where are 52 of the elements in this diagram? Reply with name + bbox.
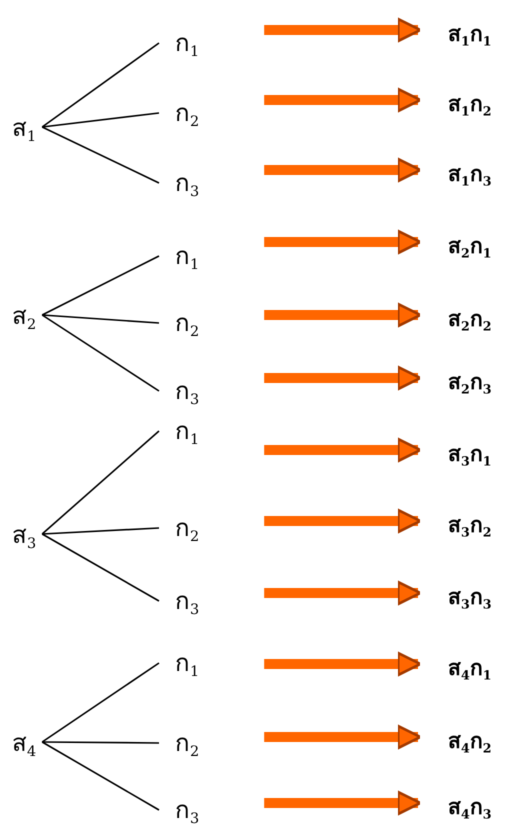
- branch-label: ก$_{2}$: [175, 730, 200, 760]
- branch-label: ก$_{1}$: [175, 418, 200, 448]
- branch-label: ก$_{1}$: [175, 650, 200, 680]
- block-arrow: [264, 790, 422, 816]
- outcome-label: ส$_{3}$ก$_{2}$: [448, 514, 492, 538]
- outcome-label: ส$_{4}$ก$_{3}$: [448, 796, 492, 820]
- outcome-label: ส$_{1}$ก$_{1}$: [448, 22, 492, 48]
- branch-line: [42, 527, 160, 535]
- block-arrow: [264, 438, 422, 462]
- outcome-label: ส$_{2}$ก$_{2}$: [448, 308, 492, 332]
- block-arrow: [264, 724, 422, 750]
- branch-line: [42, 314, 160, 392]
- outcome-label: ส$_{4}$ก$_{1}$: [448, 656, 492, 682]
- branch-label: ก$_{2}$: [175, 100, 200, 130]
- outcome-label: ส$_{3}$ก$_{1}$: [448, 442, 492, 468]
- branch-label: ก$_{3}$: [175, 798, 200, 826]
- block-arrow: [264, 230, 422, 254]
- branch-label: ก$_{1}$: [175, 244, 200, 272]
- branch-line: [42, 533, 160, 602]
- branch-line: [42, 741, 159, 744]
- branch-line: [42, 314, 160, 324]
- outcome-label: ส$_{2}$ก$_{1}$: [448, 234, 492, 260]
- outcome-label: ส$_{3}$ก$_{3}$: [448, 586, 492, 610]
- root-label: ส$_{1}$: [12, 116, 36, 144]
- block-arrow: [264, 302, 422, 328]
- branch-label: ก$_{3}$: [175, 378, 200, 408]
- outcome-label: ส$_{4}$ก$_{2}$: [448, 730, 492, 754]
- branch-line: [42, 112, 160, 128]
- branch-label: ก$_{3}$: [175, 170, 200, 200]
- branch-label: ก$_{2}$: [175, 310, 200, 340]
- block-arrow: [264, 88, 422, 112]
- root-label: ส$_{3}$: [12, 522, 36, 552]
- branch-label: ก$_{1}$: [175, 30, 200, 60]
- branch-line: [42, 42, 160, 128]
- block-arrow: [264, 366, 422, 390]
- branch-line: [42, 255, 160, 316]
- block-arrow: [264, 18, 422, 42]
- block-arrow: [264, 580, 422, 606]
- branch-label: ก$_{3}$: [175, 588, 200, 618]
- branch-line: [42, 662, 160, 743]
- outcome-label: ส$_{1}$ก$_{3}$: [448, 162, 492, 188]
- outcome-label: ส$_{1}$ก$_{2}$: [448, 92, 492, 118]
- root-label: ส$_{2}$: [12, 304, 36, 332]
- branch-label: ก$_{2}$: [175, 516, 200, 544]
- branch-line: [42, 126, 160, 184]
- branch-line: [42, 741, 160, 811]
- outcome-label: ส$_{2}$ก$_{3}$: [448, 370, 492, 396]
- block-arrow: [264, 652, 422, 676]
- branch-line: [42, 430, 160, 535]
- block-arrow: [264, 158, 422, 182]
- root-label: ส$_{4}$: [12, 730, 36, 760]
- block-arrow: [264, 508, 422, 534]
